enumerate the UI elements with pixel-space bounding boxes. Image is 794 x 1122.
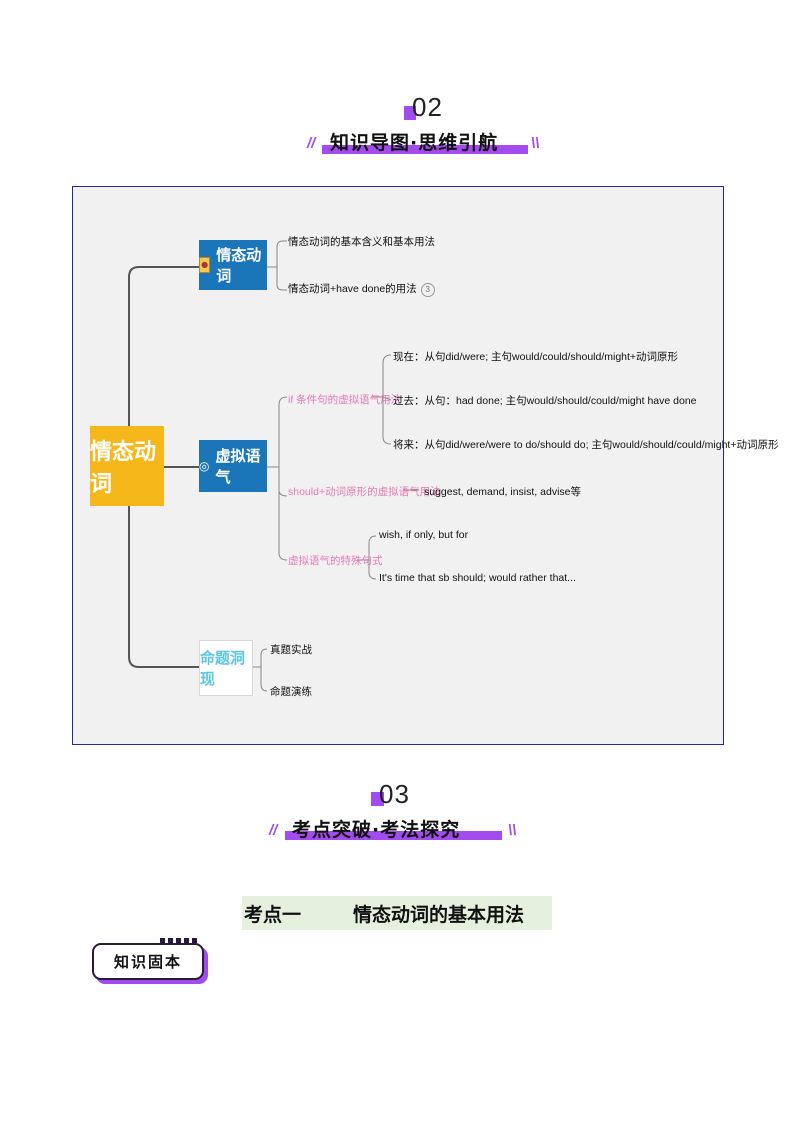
leaf-label: 情态动词+have done的用法 [288, 283, 417, 295]
section-title: 考点突破·考法探究 [292, 819, 461, 841]
exam-point-heading: 考点一 情态动词的基本用法 [242, 896, 552, 930]
leaf-text: 过去：从句：had done; 主句would/should/could/mig… [393, 395, 697, 407]
section-title-underline [285, 831, 502, 840]
leaf-text: 真题实战 [270, 644, 312, 656]
sub-node-if-clause: if 条件句的虚拟语气用法 [288, 394, 402, 406]
section-number-marker [404, 106, 416, 120]
exam-point-label: 考点一 [244, 903, 302, 926]
branch-node-exam-insight: 命题洞现 [199, 640, 253, 696]
badge-icon: ● [199, 257, 211, 273]
target-icon: ◎ [199, 459, 210, 473]
exam-point-title: 情态动词的基本用法 [353, 903, 525, 926]
leaf-text: 命题演练 [270, 686, 312, 698]
section-title-underline [322, 145, 528, 154]
branch-label: 虚拟语气 [215, 447, 261, 486]
right-slash-decoration: \\ [508, 822, 517, 839]
leaf-text: 情态动词的基本含义和基本用法 [288, 236, 435, 248]
badge-dots [160, 938, 197, 943]
branch-node-subjunctive: ◎ 虚拟语气 [199, 440, 267, 492]
knowledge-badge: 知识固本 [92, 943, 204, 980]
leaf-text: wish, if only, but for [379, 529, 469, 541]
branch-label: 情态动词 [216, 246, 262, 285]
section-number: 02 [412, 92, 443, 122]
leaf-text: suggest, demand, insist, advise等 [424, 486, 581, 498]
count-marker: 3 [420, 283, 435, 297]
section-number-marker [371, 792, 384, 806]
mind-map: 情态动词 ● 情态动词 情态动词的基本含义和基本用法 情态动词+have don… [72, 186, 778, 745]
root-node: 情态动词 [90, 426, 164, 506]
mind-map-connectors [128, 240, 419, 692]
leaf-text: 现在：从句did/were; 主句would/could/should/migh… [393, 351, 679, 363]
sub-node-special-patterns: 虚拟语气的特殊句式 [288, 555, 383, 567]
section-title: 知识导图·思维引航 [330, 132, 499, 154]
leaf-text: It's time that sb should; would rather t… [379, 572, 576, 584]
right-slash-decoration: \\ [531, 135, 540, 152]
left-slash-decoration: // [269, 822, 278, 839]
left-slash-decoration: // [307, 135, 316, 152]
section-number: 03 [379, 779, 410, 809]
leaf-text: 将来：从句did/were/were to do/should do; 主句wo… [393, 439, 779, 451]
branch-node-modal-verbs: ● 情态动词 [199, 240, 267, 290]
sub-node-should-usage: should+动词原形的虚拟语气用法 [288, 486, 441, 498]
